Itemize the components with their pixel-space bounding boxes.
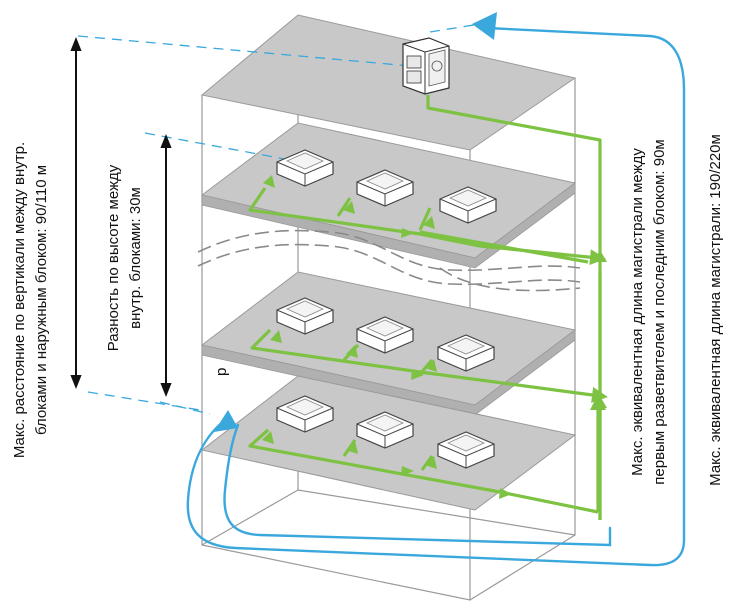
outdoor-unit-icon [402,37,450,95]
label-equivalent-total: Макс. эквивалентная длина магистрали: 19… [707,134,724,486]
label-vertical-indoor-line2: внутр. блоками: 30м [127,187,144,329]
green-arrows [262,175,607,499]
label-equivalent-after-first-line1: Макс. эквивалентная длина магистрали меж… [629,148,646,476]
break-lines [197,229,581,292]
blue-arrowheads [214,12,497,432]
label-vertical-outdoor-line1: Макс. расстояние по вертикали между внут… [11,142,28,458]
dimension-arrows [70,37,172,397]
green-piping [248,95,608,520]
small-mark: p [213,368,230,376]
label-vertical-indoor: Разность по высоте между внутр. блоками:… [105,164,144,351]
roof-floor [200,14,577,151]
label-vertical-outdoor-line2: блоками и наружным блоком: 90/110 м [33,165,50,435]
label-vertical-indoor-line1: Разность по высоте между [105,164,122,351]
label-equivalent-total-text: Макс. эквивалентная длина магистрали: 19… [707,134,724,486]
label-equivalent-after-first: Макс. эквивалентная длина магистрали меж… [629,139,668,484]
blue-refrigerant-lines [186,26,686,567]
label-vertical-outdoor: Макс. расстояние по вертикали между внут… [11,142,50,458]
label-equivalent-after-first-line2: первым разветвителем и последним блоком:… [651,139,668,484]
